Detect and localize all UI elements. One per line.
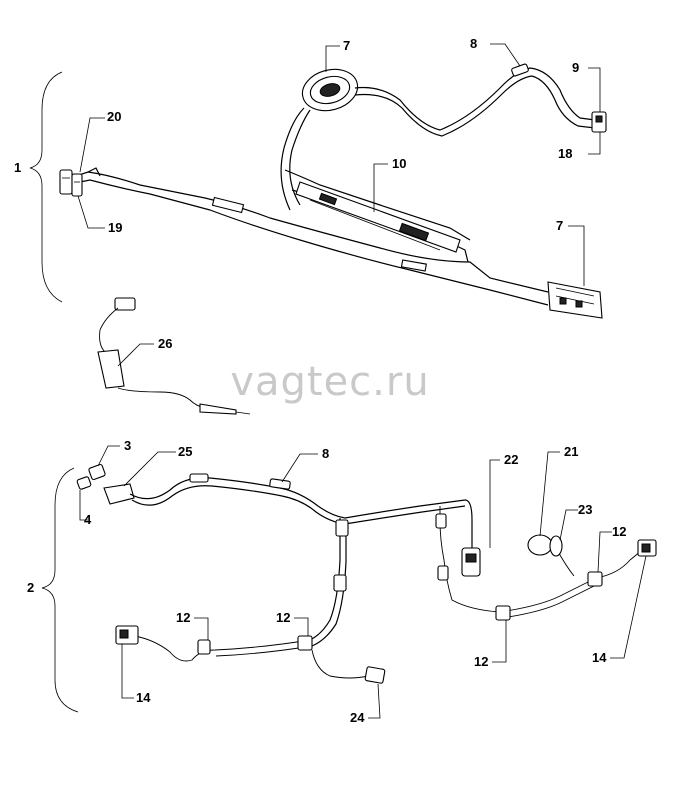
group-label-2: 2 (27, 580, 34, 595)
callout-14-right: 14 (592, 650, 607, 665)
lower-harness (76, 463, 657, 684)
callout-8-lower: 8 (322, 446, 329, 461)
callout-9: 9 (572, 60, 579, 75)
callout-26: 26 (158, 336, 172, 351)
watermark: vagtec.ru (230, 359, 429, 405)
callout-lines-group-1 (77, 43, 601, 286)
callout-12-center: 12 (276, 610, 290, 625)
group-label-1: 1 (14, 160, 21, 175)
callout-4: 4 (84, 512, 92, 527)
callout-23: 23 (578, 502, 592, 517)
callout-8-top: 8 (470, 36, 477, 51)
callout-10: 10 (392, 156, 406, 171)
callout-19: 19 (108, 220, 122, 235)
callout-3: 3 (124, 438, 131, 453)
sensor-cable-26 (97, 297, 251, 415)
callout-20: 20 (107, 109, 121, 124)
upper-harness (59, 167, 549, 306)
group-1-bracket (29, 71, 63, 303)
callout-12-left: 12 (176, 610, 190, 625)
callout-24: 24 (350, 710, 365, 725)
callout-21: 21 (564, 444, 578, 459)
callout-18: 18 (558, 146, 572, 161)
callout-7-right: 7 (556, 218, 563, 233)
group-2-bracket (41, 467, 79, 713)
connector-7-right (547, 281, 603, 319)
callout-22: 22 (504, 452, 518, 467)
callout-12-right: 12 (612, 524, 626, 539)
callout-12-bottom: 12 (474, 654, 488, 669)
callout-14-left: 14 (136, 690, 151, 705)
callout-lines-group-2 (79, 445, 647, 719)
upper-loop-harness (280, 63, 607, 263)
callout-25: 25 (178, 444, 192, 459)
callout-7-top: 7 (343, 38, 350, 53)
